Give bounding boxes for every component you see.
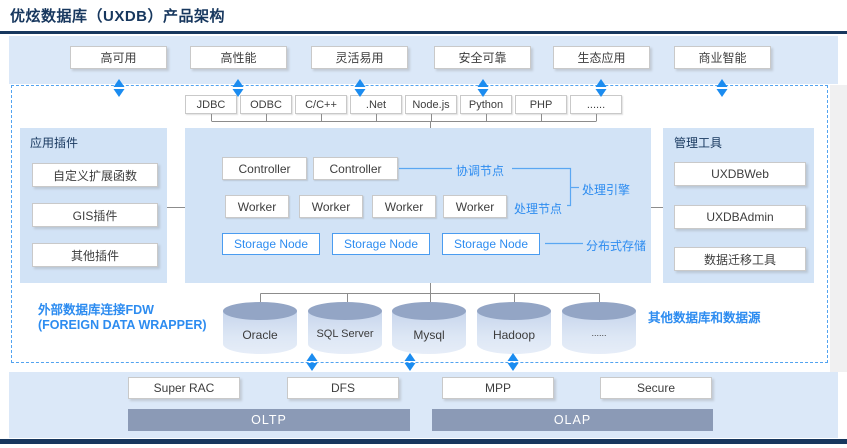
interface-box: Node.js: [405, 95, 457, 114]
feature-box: 灵活易用: [311, 46, 408, 69]
worker-box: Worker: [225, 195, 289, 218]
coordinator-node-label: 协调节点: [456, 164, 505, 178]
cylinder-top: [477, 302, 551, 320]
plugin-box: GIS插件: [32, 203, 158, 227]
database-label: Oracle: [242, 328, 278, 342]
worker-box: Worker: [372, 195, 436, 218]
distributed-storage-label: 分布式存储: [586, 239, 647, 253]
plugin-box: 自定义扩展函数: [32, 163, 158, 187]
cylinder-top: [392, 302, 466, 320]
interface-box: Python: [460, 95, 512, 114]
database-cylinder: Mysql: [392, 302, 466, 354]
oltp-bar: OLTP: [128, 409, 410, 431]
cylinder-top: [308, 302, 382, 320]
tool-box: 数据迁移工具: [674, 247, 806, 271]
right-margin: [830, 85, 847, 372]
feature-box: 高性能: [190, 46, 287, 69]
feature-box: 安全可靠: [434, 46, 531, 69]
database-label: SQL Server: [316, 328, 374, 340]
foundation-box: DFS: [287, 377, 399, 399]
cylinder-top: [223, 302, 297, 320]
tool-box: UXDBAdmin: [674, 205, 806, 229]
processing-engine-label: 处理引擎: [582, 183, 631, 197]
feature-box: 商业智能: [674, 46, 771, 69]
olap-bar: OLAP: [432, 409, 713, 431]
fdw-label-line1: 外部数据库连接FDW: [38, 303, 154, 317]
app-plugins-panel: 应用插件 自定义扩展函数 GIS插件 其他插件: [20, 128, 167, 283]
interface-box: C/C++: [295, 95, 347, 114]
database-label: Hadoop: [492, 328, 536, 342]
database-cylinder: ......: [562, 302, 636, 354]
processing-node-label: 处理节点: [514, 202, 563, 216]
database-cylinder: Oracle: [223, 302, 297, 354]
cylinder-top: [562, 302, 636, 320]
fdw-label: 外部数据库连接FDW (FOREIGN DATA WRAPPER): [38, 303, 207, 333]
app-plugins-title: 应用插件: [30, 136, 79, 150]
controller-box: Controller: [222, 157, 307, 180]
controller-box: Controller: [313, 157, 398, 180]
bottom-rule: [0, 439, 847, 444]
plugin-box: 其他插件: [32, 243, 158, 267]
database-cylinder: Hadoop: [477, 302, 551, 354]
storage-node-box: Storage Node: [332, 233, 430, 255]
interface-box: JDBC: [185, 95, 237, 114]
interface-box: .Net: [350, 95, 402, 114]
feature-box: 生态应用: [553, 46, 650, 69]
other-sources-label: 其他数据库和数据源: [648, 311, 761, 325]
worker-box: Worker: [299, 195, 363, 218]
feature-box: 高可用: [70, 46, 167, 69]
foundation-box: Super RAC: [128, 377, 240, 399]
database-label: Mysql: [413, 328, 445, 342]
tools-panel: 管理工具 UXDBWeb UXDBAdmin 数据迁移工具: [663, 128, 814, 283]
tool-box: UXDBWeb: [674, 162, 806, 186]
worker-box: Worker: [443, 195, 507, 218]
database-label: ......: [591, 328, 607, 338]
tools-title: 管理工具: [674, 136, 723, 150]
interface-box: ODBC: [240, 95, 292, 114]
foundation-box: Secure: [600, 377, 712, 399]
database-cylinder: SQL Server: [308, 302, 382, 354]
title-rule: [0, 31, 847, 34]
interface-box: PHP: [515, 95, 567, 114]
fdw-label-line2: (FOREIGN DATA WRAPPER): [38, 318, 207, 332]
storage-node-box: Storage Node: [222, 233, 320, 255]
foundation-box: MPP: [442, 377, 554, 399]
interface-box: ......: [570, 95, 622, 114]
page-title: 优炫数据库（UXDB）产品架构: [10, 8, 226, 25]
storage-node-box: Storage Node: [442, 233, 540, 255]
